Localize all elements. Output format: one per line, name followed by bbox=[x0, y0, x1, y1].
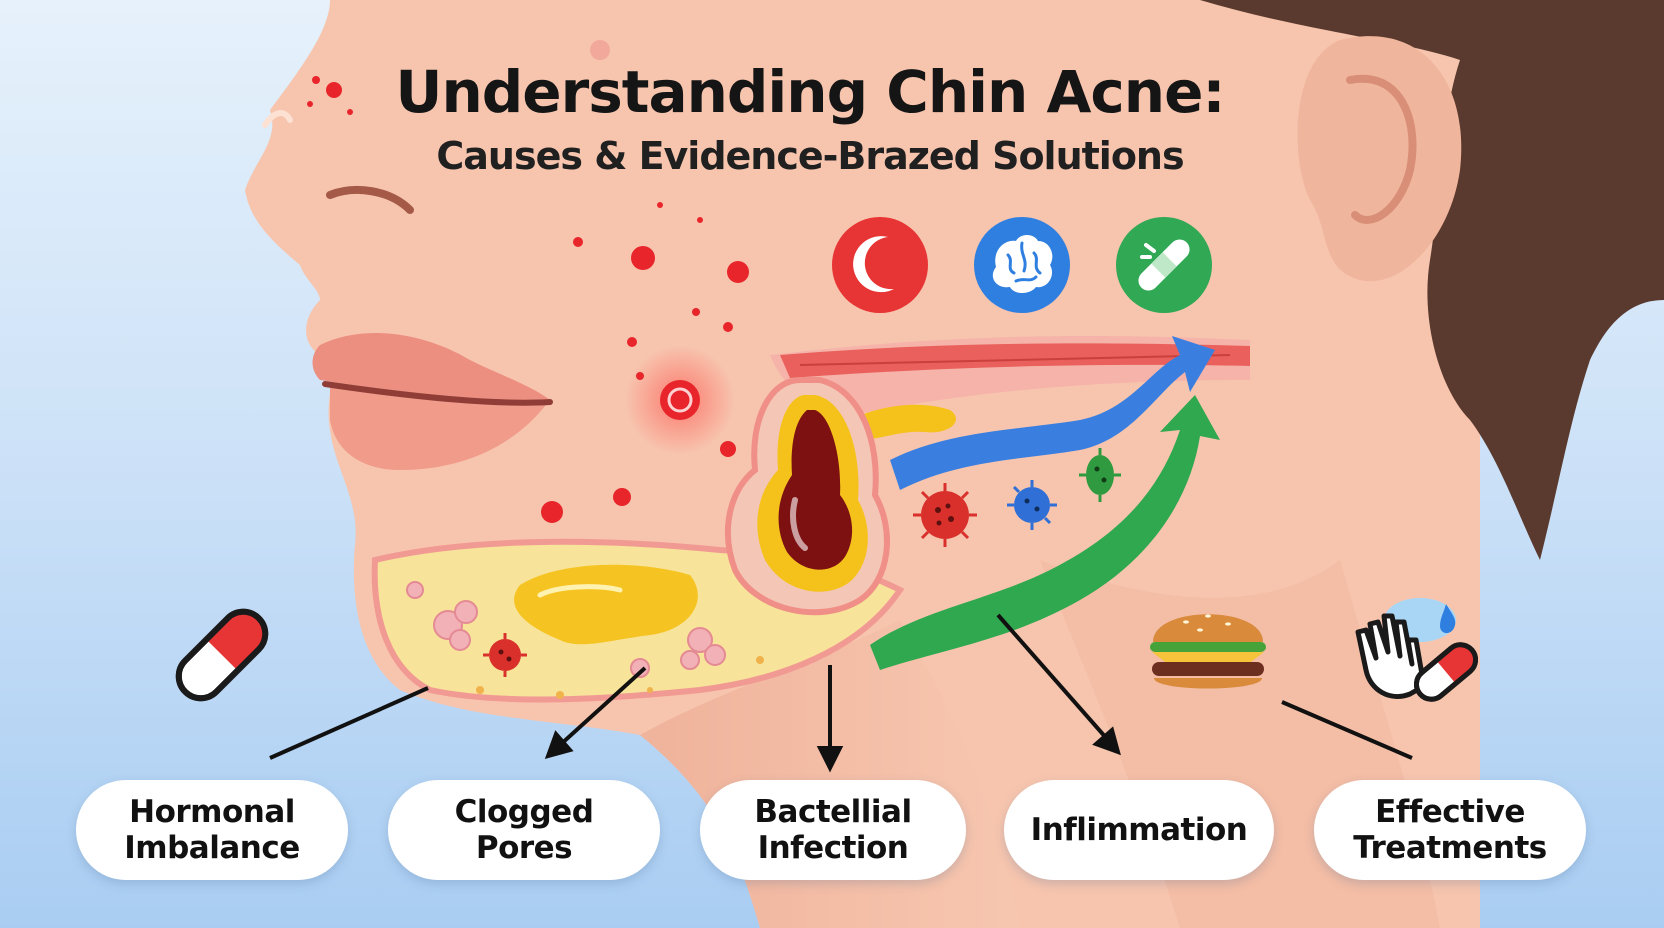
bacteria-red bbox=[913, 483, 977, 547]
lower-lip bbox=[330, 385, 548, 470]
blue-arrow bbox=[890, 336, 1215, 490]
subtitle: Causes & Evidence-Brazed Solutions bbox=[436, 134, 1184, 178]
hand-washing-icon bbox=[1355, 598, 1479, 702]
hair bbox=[1200, 0, 1664, 560]
skin-cross-section bbox=[371, 335, 1250, 703]
bacteria-small bbox=[483, 633, 527, 677]
ear bbox=[1297, 36, 1462, 282]
label-text: Clogged Pores bbox=[454, 794, 594, 866]
nostril bbox=[326, 186, 414, 214]
bacteria-green bbox=[1079, 448, 1121, 502]
connector-arrows bbox=[269, 613, 1413, 773]
burger-icon bbox=[1150, 614, 1266, 689]
bandage-icon bbox=[1116, 217, 1212, 313]
label-hormonal-imbalance: Hormonal Imbalance bbox=[76, 780, 348, 880]
moon-icon bbox=[832, 217, 928, 313]
bacteria-blue bbox=[1007, 480, 1057, 530]
label-clogged-pores: Clogged Pores bbox=[388, 780, 660, 880]
label-text: Effective Treatments bbox=[1353, 794, 1547, 866]
label-text: Inflimmation bbox=[1030, 812, 1248, 848]
upper-lip bbox=[312, 333, 550, 402]
label-effective-treatments: Effective Treatments bbox=[1314, 780, 1586, 880]
nose-highlight bbox=[262, 110, 293, 128]
green-arrow bbox=[870, 395, 1220, 670]
dead-cells bbox=[406, 581, 726, 678]
ear-inner bbox=[1346, 74, 1417, 224]
main-title: Understanding Chin Acne: bbox=[395, 58, 1225, 126]
pill-capsule-icon bbox=[175, 608, 269, 702]
brain-icon bbox=[974, 217, 1070, 313]
sebum-blob bbox=[514, 564, 698, 645]
label-text: Bactellial Infection bbox=[754, 794, 912, 866]
mouth-line bbox=[322, 381, 553, 406]
acne-spots bbox=[307, 40, 749, 523]
label-text: Hormonal Imbalance bbox=[124, 794, 300, 866]
label-inflammation: Inflimmation bbox=[1004, 780, 1274, 880]
label-bacterial-infection: Bactellial Infection bbox=[700, 780, 966, 880]
